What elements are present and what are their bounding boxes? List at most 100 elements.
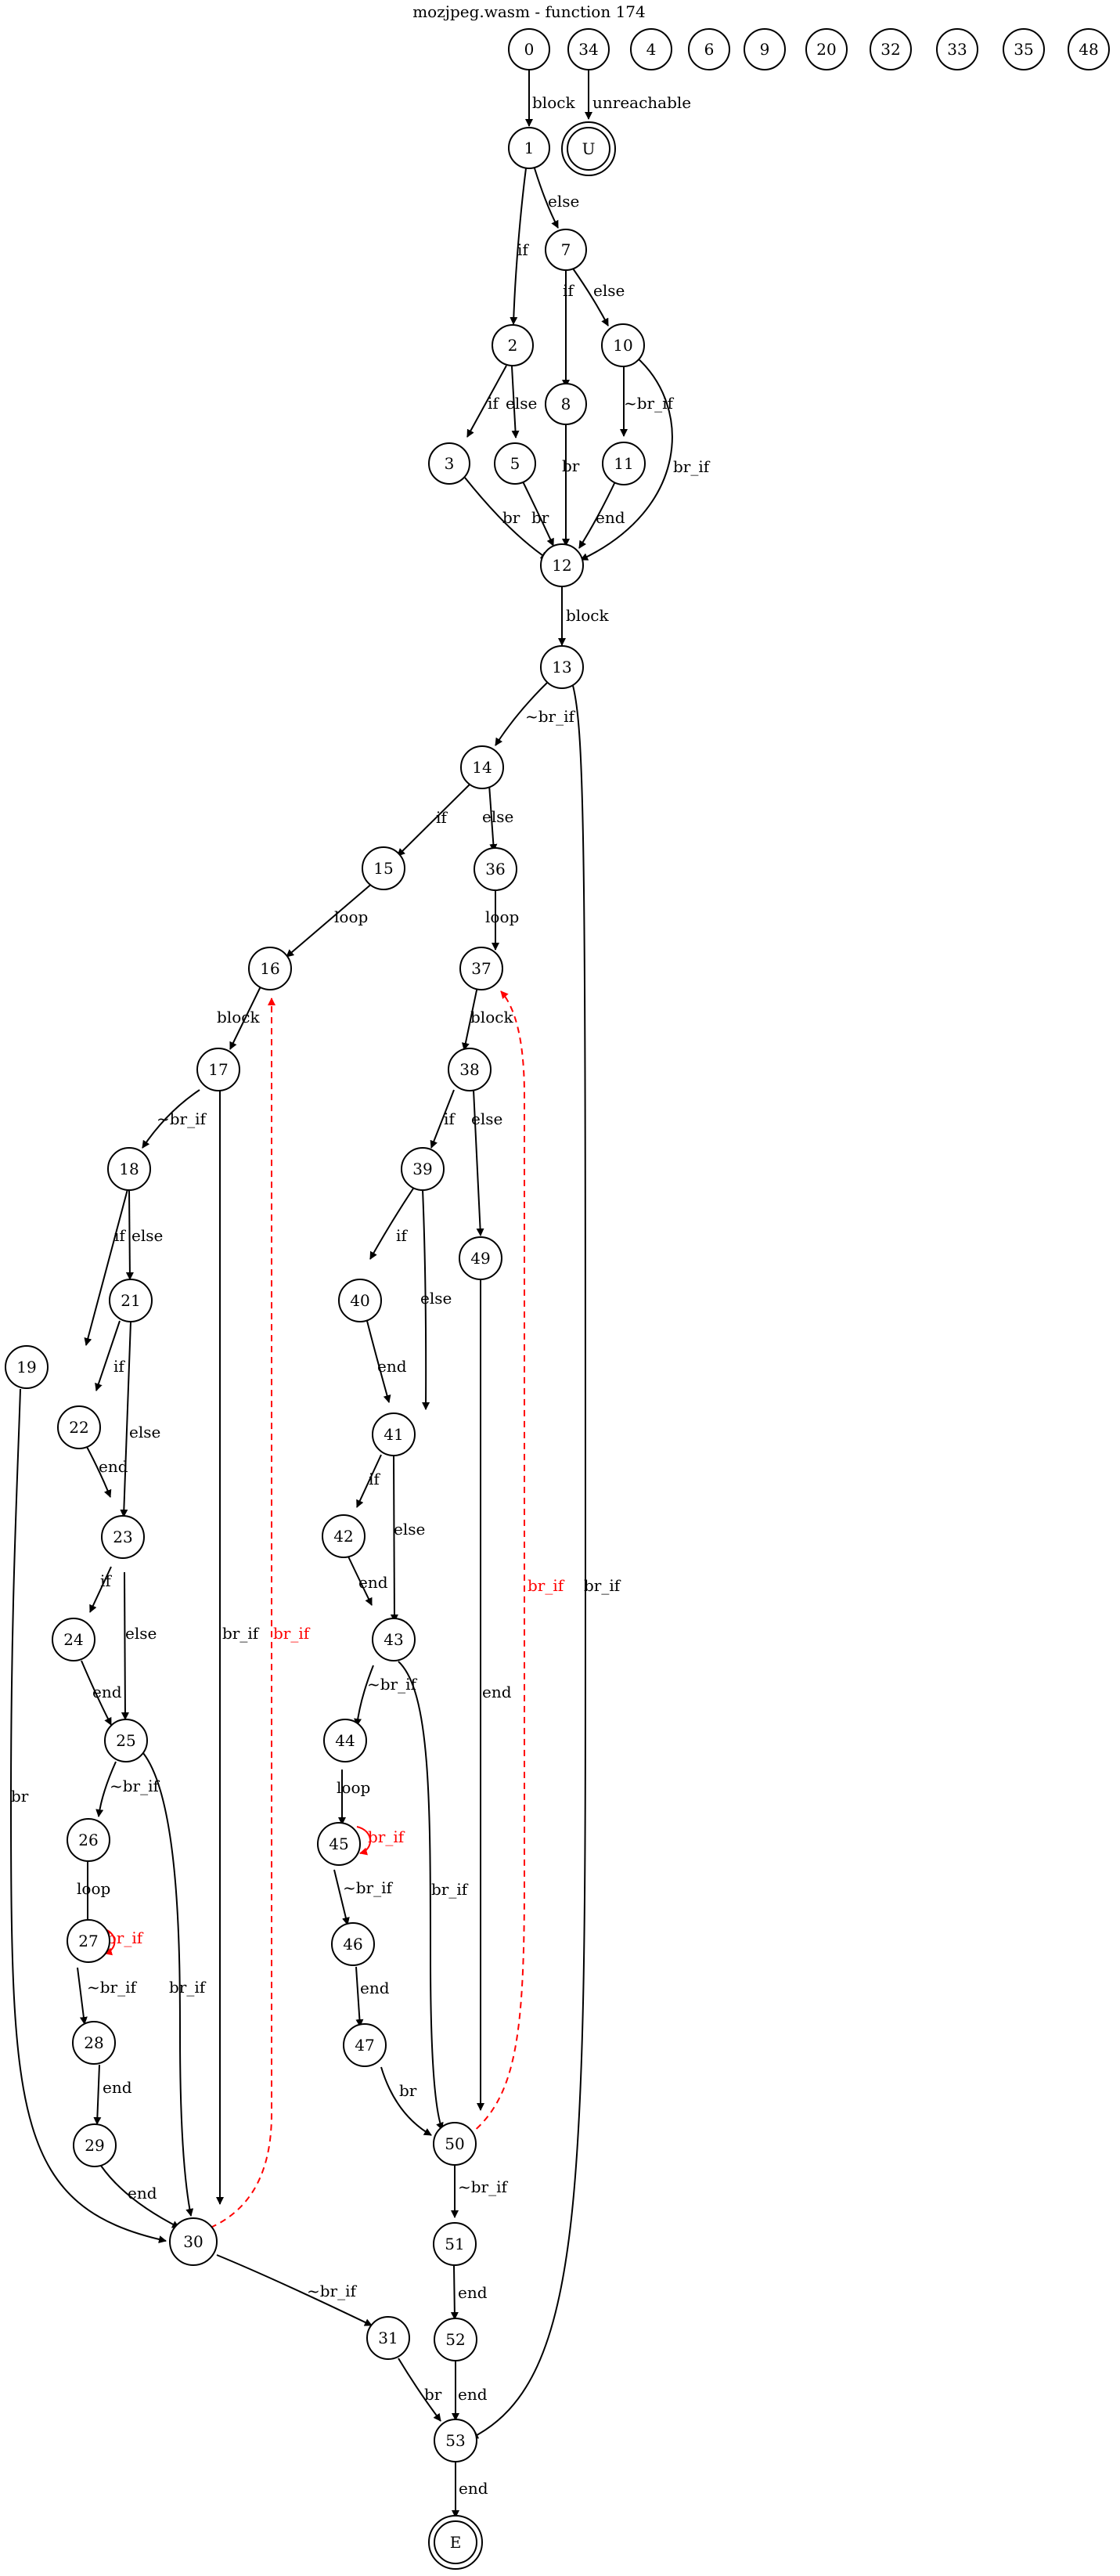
edge-label-38-49: else	[471, 1109, 502, 1128]
edge-23-24	[89, 1566, 112, 1613]
node-24[interactable]: 24	[52, 1618, 95, 1661]
node-48[interactable]: 48	[1068, 28, 1110, 70]
node-32-label: 32	[881, 40, 900, 59]
node-13-label: 13	[552, 658, 571, 676]
node-31[interactable]: 31	[366, 2316, 410, 2360]
node-4[interactable]: 4	[630, 28, 672, 70]
edge-label-7-8: if	[563, 281, 574, 300]
node-41[interactable]: 41	[372, 1412, 416, 1456]
node-50[interactable]: 50	[433, 2122, 477, 2166]
node-36[interactable]: 36	[474, 847, 517, 891]
edge-label-39-40: if	[396, 1226, 408, 1245]
node-44-label: 44	[335, 1731, 355, 1750]
node-46[interactable]: 46	[331, 1922, 375, 1966]
node-1[interactable]: 1	[508, 127, 550, 169]
edge-label-46-47: end	[360, 1979, 390, 1997]
node-11[interactable]: 11	[602, 442, 646, 485]
node-21[interactable]: 21	[109, 1279, 153, 1322]
node-3[interactable]: 3	[428, 442, 470, 485]
node-20[interactable]: 20	[805, 28, 848, 70]
node-7[interactable]: 7	[545, 229, 587, 271]
node-49[interactable]: 49	[459, 1236, 502, 1280]
edge-label-50-51: ~br_if	[458, 2177, 509, 2196]
node-9[interactable]: 9	[744, 28, 786, 70]
node-44[interactable]: 44	[323, 1719, 367, 1762]
edge-label-13-14: ~br_if	[525, 707, 576, 726]
edge-25-26	[95, 1761, 117, 1817]
edge-label-51-52: end	[458, 2283, 488, 2302]
edge-label-45-46: ~br_if	[343, 1878, 394, 1897]
node-18[interactable]: 18	[107, 1147, 151, 1191]
edge-38-39	[430, 1089, 455, 1149]
edge-51-52	[450, 2265, 459, 2320]
node-unreachable[interactable]: U	[561, 121, 616, 176]
node-19[interactable]: 19	[5, 1345, 49, 1389]
node-33[interactable]: 33	[936, 28, 978, 70]
node-16[interactable]: 16	[248, 947, 292, 990]
edge-label-14-36: else	[482, 807, 513, 826]
node-13[interactable]: 13	[540, 645, 584, 689]
node-exit[interactable]: E	[428, 2515, 483, 2570]
node-40[interactable]: 40	[338, 1279, 382, 1322]
node-27[interactable]: 27	[67, 1919, 110, 1963]
node-16-label: 16	[260, 959, 279, 978]
edge-label-27-28: ~br_if	[87, 1978, 138, 1997]
node-10-label: 10	[613, 336, 632, 355]
edge-label-18-21: else	[131, 1226, 163, 1245]
node-23[interactable]: 23	[101, 1515, 145, 1559]
node-42[interactable]: 42	[322, 1514, 366, 1558]
node-45[interactable]: 45	[317, 1822, 361, 1866]
node-34[interactable]: 34	[567, 28, 610, 70]
edge-38-49	[473, 1089, 484, 1236]
node-26[interactable]: 26	[67, 1818, 110, 1862]
edge-label-49-50: end	[482, 1683, 512, 1701]
node-30[interactable]: 30	[169, 2217, 218, 2266]
node-29[interactable]: 29	[73, 2123, 117, 2167]
edge-19-30	[9, 1388, 167, 2243]
node-35[interactable]: 35	[1003, 28, 1045, 70]
edge-21-22	[95, 1320, 121, 1391]
node-53[interactable]: 53	[434, 2419, 477, 2462]
edge-label-11-12: end	[596, 508, 625, 527]
node-25-label: 25	[116, 1731, 135, 1750]
edge-label-23-24: if	[100, 1571, 112, 1590]
node-14[interactable]: 14	[460, 745, 504, 789]
edge-label-40-41: end	[377, 1357, 407, 1376]
node-52-label: 52	[445, 2330, 465, 2349]
edge-label-17-18: ~br_if	[157, 1109, 207, 1128]
edge-label-5-12: br	[531, 508, 549, 527]
node-8[interactable]: 8	[545, 383, 587, 425]
node-25[interactable]: 25	[104, 1719, 148, 1762]
node-22[interactable]: 22	[57, 1405, 101, 1449]
node-4-label: 4	[646, 40, 657, 59]
node-37[interactable]: 37	[459, 947, 503, 990]
node-5[interactable]: 5	[494, 442, 536, 485]
node-32[interactable]: 32	[870, 28, 912, 70]
edge-42-43	[348, 1556, 373, 1606]
node-43[interactable]: 43	[372, 1618, 416, 1661]
node-36-label: 36	[485, 860, 505, 879]
edge-39-40	[369, 1188, 414, 1260]
node-10[interactable]: 10	[601, 323, 645, 367]
edge-label-26-27: loop	[77, 1879, 110, 1898]
edge-18-19	[84, 1189, 128, 1346]
edge-3-12	[464, 477, 549, 560]
node-15[interactable]: 15	[362, 846, 405, 890]
node-39[interactable]: 39	[401, 1147, 445, 1191]
node-0[interactable]: 0	[508, 28, 550, 70]
node-2[interactable]: 2	[492, 324, 534, 366]
node-47[interactable]: 47	[343, 2023, 387, 2067]
edge-label-2-3: if	[488, 394, 499, 413]
node-38[interactable]: 38	[448, 1048, 492, 1091]
node-6[interactable]: 6	[688, 28, 730, 70]
node-17[interactable]: 17	[196, 1048, 240, 1091]
edge-14-36	[488, 784, 498, 852]
node-28[interactable]: 28	[72, 2021, 116, 2065]
node-12[interactable]: 12	[540, 543, 584, 587]
edge-label-25-26: ~br_if	[110, 1777, 160, 1795]
edge-29-30	[100, 2165, 180, 2228]
node-51[interactable]: 51	[433, 2222, 477, 2266]
edge-label-21-22: if	[113, 1357, 125, 1376]
edge-label-15-16: loop	[334, 907, 368, 926]
node-52[interactable]: 52	[434, 2318, 477, 2361]
